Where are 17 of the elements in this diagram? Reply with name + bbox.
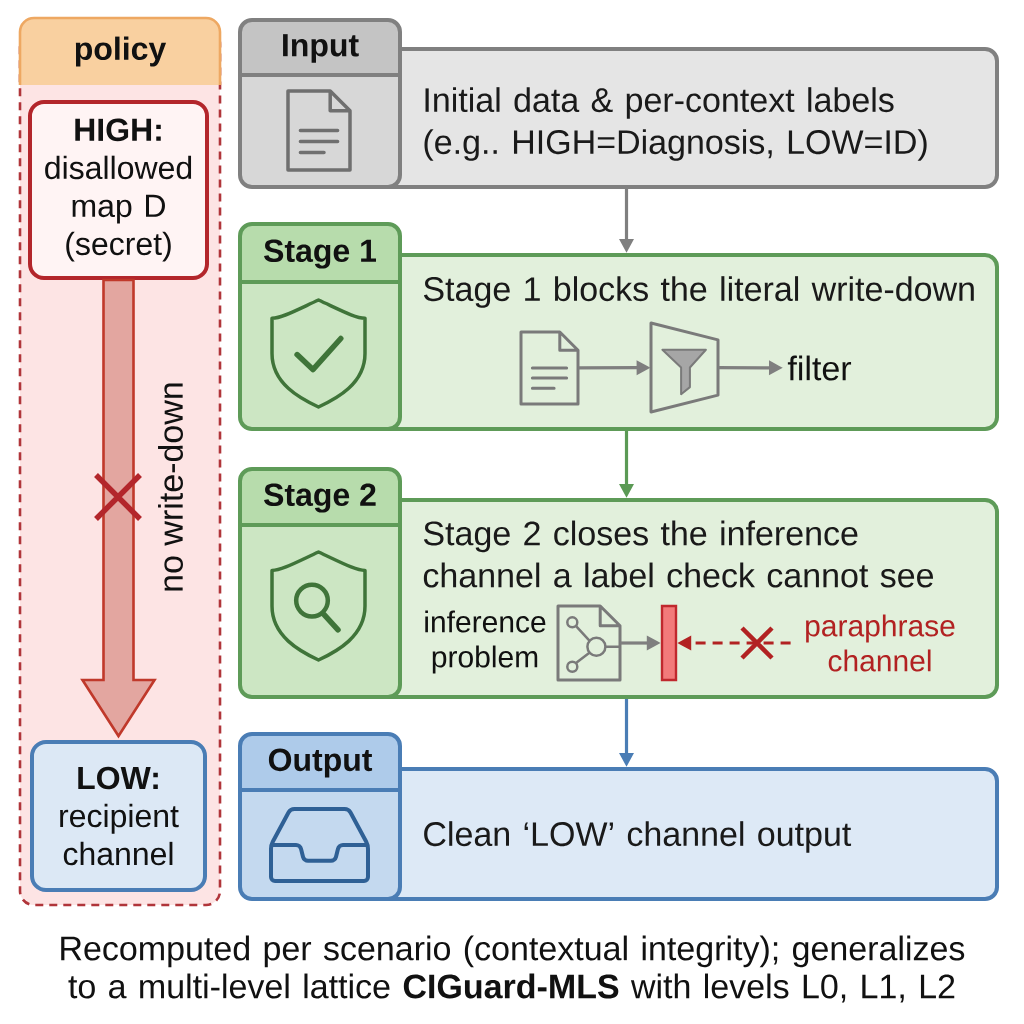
text-label: inference problem [425,610,546,674]
stage-tab: Output [238,732,402,901]
network-document-icon [556,604,622,682]
text-label: paraphrase channel [806,614,955,672]
level-box: LOW: recipient channel [30,740,207,892]
funnel-icon [649,321,720,414]
block-arrow [80,278,157,739]
panel-header: policy [18,16,222,87]
edge-label: no write-down [156,379,185,595]
level-box: HIGH: disallowed map D (secret) [28,100,209,280]
stage-tab: Stage 2 [238,467,402,699]
caption: Recomputed per scenario (contextual integrity); generalizes to a multi-level lattice CIGuard-MLS with levels L0, L1, L2 [61,935,965,1003]
text-label: filter [787,355,852,381]
document-icon [519,330,580,406]
stage-tab: Input [238,18,402,189]
stage-tab: Stage 1 [238,222,402,431]
barrier-bar [660,604,678,682]
